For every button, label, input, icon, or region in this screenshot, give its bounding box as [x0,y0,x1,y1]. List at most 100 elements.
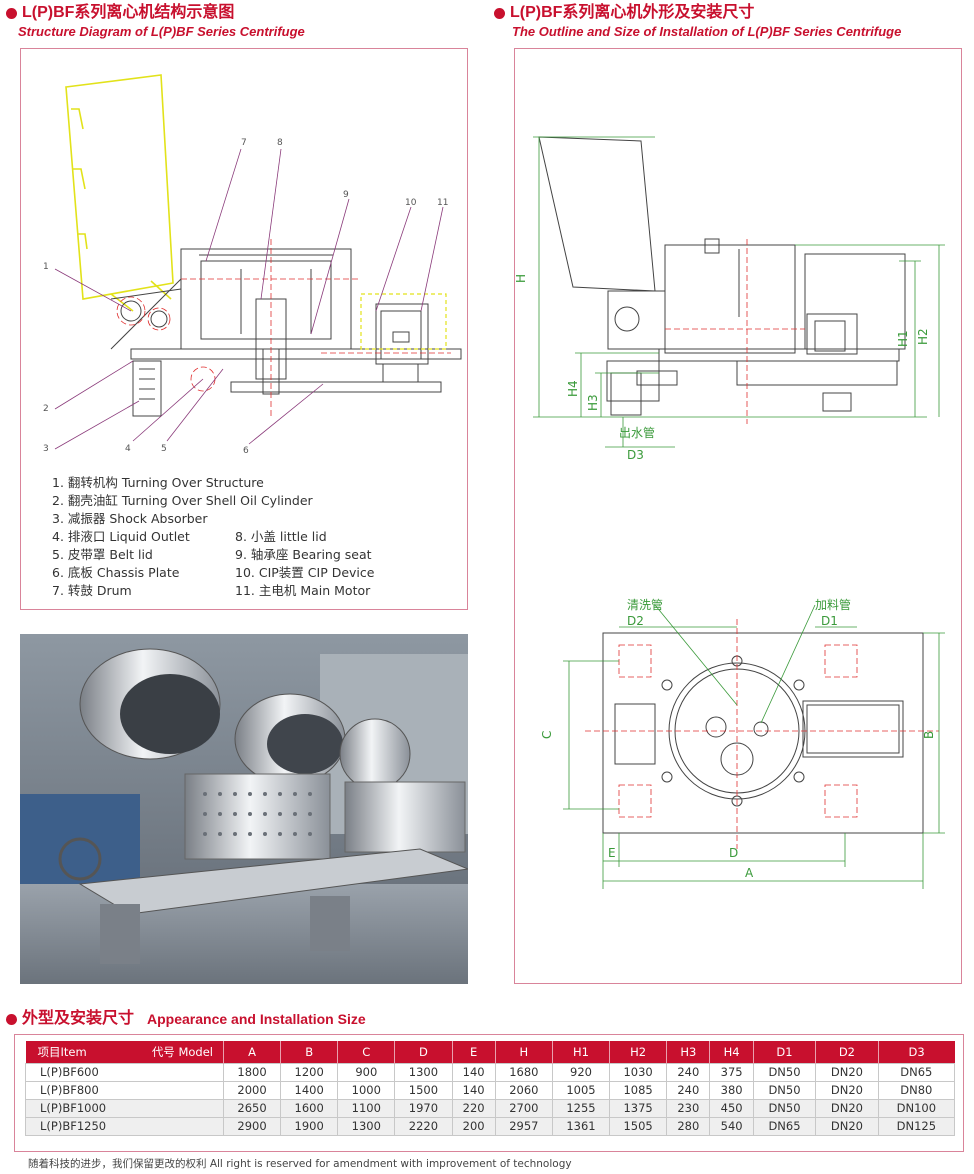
header-col-b: B [280,1041,338,1063]
cell: 2220 [394,1116,453,1136]
cell: DN50 [752,1098,817,1118]
header-col-h2: H2 [609,1041,667,1063]
callout-2: 2 [43,404,49,414]
feed-pipe-label: 加料管 [815,597,851,612]
header-col-h4: H4 [709,1041,754,1063]
cell: 200 [451,1116,496,1136]
table-row: L(P)BF1250 2900 1900 1300 2220 200 2957 … [25,1116,956,1136]
cell: DN50 [752,1062,817,1082]
cell: 1085 [609,1080,668,1100]
dim-label-h: H [515,274,528,283]
cell: 1030 [609,1062,668,1082]
outline-drawing: H H2 H1 H4 H3 出水管 D3 [514,136,945,889]
legend-item: 6. 底板 Chassis Plate [52,565,180,580]
header-col-d2: D2 [815,1041,879,1063]
legend-item: 1. 翻转机构 Turning Over Structure [52,475,264,490]
dim-label-a: A [745,866,754,880]
cell: 240 [666,1080,711,1100]
cell: 140 [451,1080,496,1100]
legend-item: 5. 皮带罩 Belt lid [52,547,153,562]
cell: 900 [337,1062,396,1082]
cell: DN50 [752,1080,817,1100]
table-row: L(P)BF800 2000 1400 1000 1500 140 2060 1… [25,1080,956,1100]
legend-item: 8. 小盖 little lid [235,529,327,544]
cell: 140 [451,1062,496,1082]
header-col-c: C [337,1041,395,1063]
header-col-d: D [394,1041,452,1063]
dim-label-b: B [922,731,936,739]
cell: DN65 [877,1062,956,1082]
cell: 2060 [494,1080,553,1100]
legend-left-column: 1. 翻转机构 Turning Over Structure 2. 翻壳油缸 T… [52,474,313,600]
outline-title-cn: L(P)BF系列离心机外形及安装尺寸 [510,4,755,21]
side-view-centerlines [665,239,805,424]
centrifuge-photo [20,634,468,984]
table-header-row: 项目Item 代号 Model A B C D E H H1 H2 H3 H4 … [25,1041,955,1063]
cell: 450 [709,1098,754,1118]
callout-3: 3 [43,444,49,454]
outline-heading: L(P)BF系列离心机外形及安装尺寸 The Outline and Size … [494,4,901,40]
legend-item: 4. 排液口 Liquid Outlet [52,529,190,544]
dim-label-d3: D3 [627,448,644,462]
structure-diagram-panel: 1 2 3 4 5 6 7 8 9 10 11 [20,48,468,610]
centrifuge-body-drawing [110,248,462,417]
cell: DN100 [877,1098,956,1118]
cell: 1680 [494,1062,553,1082]
dim-label-d1: D1 [821,614,838,628]
cell: 1255 [551,1098,611,1118]
cell: DN20 [815,1062,879,1082]
header-item: 项目Item [37,1044,87,1059]
cell: 1600 [280,1098,339,1118]
cell: DN65 [752,1116,817,1136]
header-col-h1: H1 [551,1041,610,1063]
cell: DN80 [877,1080,956,1100]
table-title-en: Appearance and Installation Size [147,1011,366,1027]
row-model: L(P)BF800 [25,1080,224,1100]
legend-item: 10. CIP装置 CIP Device [235,565,375,580]
callout-10: 10 [405,198,417,208]
cell: 1900 [280,1116,339,1136]
header-col-d1: D1 [752,1041,816,1063]
cell: 540 [709,1116,754,1136]
parts-legend: 1. 翻转机构 Turning Over Structure 2. 翻壳油缸 T… [52,474,374,600]
callout-8: 8 [277,138,283,148]
callout-6: 6 [243,446,249,456]
cell: DN20 [815,1080,879,1100]
header-model: 代号 Model [151,1044,213,1059]
structure-title-en: Structure Diagram of L(P)BF Series Centr… [18,24,305,39]
cell: 920 [551,1062,611,1082]
callout-5: 5 [161,444,167,454]
legend-item: 7. 转鼓 Drum [52,583,132,598]
cell: 2700 [494,1098,553,1118]
plan-view-dimensions [563,604,945,889]
table-row: L(P)BF600 1800 1200 900 1300 140 1680 92… [25,1062,956,1082]
cell: 2000 [222,1080,282,1100]
cell: 240 [666,1062,711,1082]
cell: 1200 [280,1062,339,1082]
dim-label-e: E [608,846,616,860]
outline-title-en: The Outline and Size of Installation of … [512,24,902,39]
callout-7: 7 [241,138,247,148]
dim-label-c: C [540,731,554,739]
legend-item: 11. 主电机 Main Motor [235,583,371,598]
cell: 1100 [337,1098,396,1118]
size-table-box: 项目Item 代号 Model A B C D E H H1 H2 H3 H4 … [14,1034,964,1152]
legend-item: 3. 减振器 Shock Absorber [52,511,208,526]
header-col-a: A [222,1041,281,1063]
callout-numbers: 1 2 3 4 5 6 7 8 9 10 11 [43,138,448,456]
cell: 1361 [551,1116,611,1136]
header-col-e: E [451,1041,496,1063]
cell: 2900 [222,1116,282,1136]
cell: 380 [709,1080,754,1100]
cell: DN125 [877,1116,956,1136]
callout-1: 1 [43,262,49,272]
cell: 1000 [337,1080,396,1100]
legend-item: 2. 翻壳油缸 Turning Over Shell Oil Cylinder [52,493,313,508]
cell: 1505 [609,1116,668,1136]
dim-label-h3: H3 [586,394,600,411]
flipped-lid-drawing [65,74,174,312]
bullet-dot-icon [6,1013,17,1025]
side-view-drawing [538,136,906,416]
callout-9: 9 [343,190,349,200]
header-item-model: 项目Item 代号 Model [25,1041,224,1063]
